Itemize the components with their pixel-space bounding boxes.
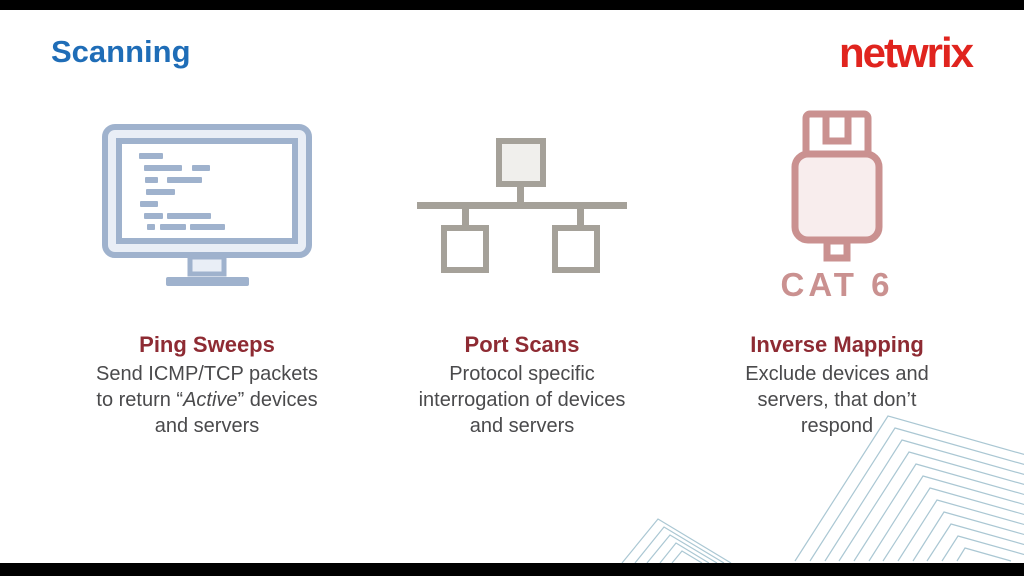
column-heading: Ping Sweeps (139, 332, 275, 357)
page-title: Scanning (51, 34, 191, 69)
network-topology-svg (417, 138, 627, 273)
column-port-scans: Port Scans Protocol specific interrogati… (370, 98, 674, 439)
letterbox-top-bar (0, 0, 1024, 10)
network-topology-icon (370, 98, 674, 313)
slide: Scanning netwrix (0, 10, 1024, 563)
letterbox-bottom-bar (0, 563, 1024, 576)
description-line: to return “Active” devices (96, 389, 318, 411)
description-line: servers, that don’t (757, 389, 917, 411)
netwrix-logo: netwrix (838, 29, 974, 76)
description-line: interrogation of devices (418, 389, 626, 411)
column-ping-sweeps: Ping Sweeps Send ICMP/TCP packets to ret… (55, 98, 359, 439)
description-line: Send ICMP/TCP packets (96, 363, 318, 385)
column-description: Exclude devices and servers, that don’t … (685, 361, 989, 439)
description-line: respond (800, 415, 874, 437)
ethernet-cable-svg (791, 110, 883, 262)
ethernet-cable-icon: CAT 6 (685, 98, 989, 313)
column-heading: Inverse Mapping (750, 332, 924, 357)
code-monitor-svg (102, 124, 312, 286)
description-line: and servers (154, 415, 260, 437)
description-line: Protocol specific (449, 363, 595, 385)
code-monitor-icon (55, 98, 359, 313)
cat6-label: CAT 6 (780, 266, 894, 303)
column-inverse-mapping: CAT 6 Inverse Mapping Exclude devices an… (685, 98, 989, 439)
column-description: Send ICMP/TCP packets to return “Active”… (55, 361, 359, 439)
description-line: and servers (469, 415, 575, 437)
description-line: Exclude devices and (745, 363, 929, 385)
column-description: Protocol specific interrogation of devic… (370, 361, 674, 439)
column-heading: Port Scans (464, 332, 580, 357)
corner-decoration (621, 415, 1024, 563)
